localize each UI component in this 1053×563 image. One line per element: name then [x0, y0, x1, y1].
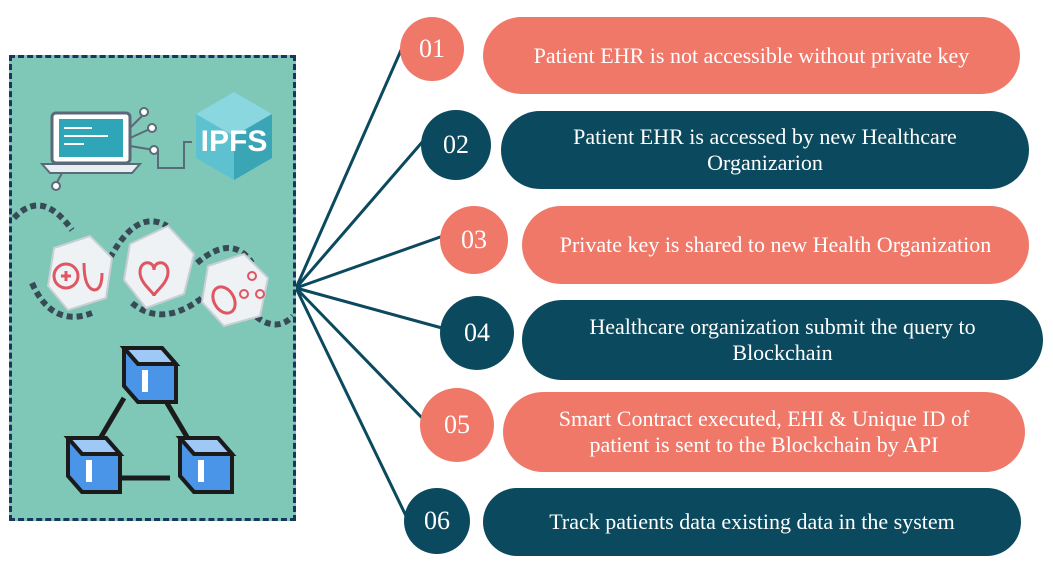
step-4-text: Healthcare organization submit the query…	[522, 300, 1043, 380]
svg-text:IPFS: IPFS	[201, 125, 268, 158]
step-3-text: Private key is shared to new Health Orga…	[522, 206, 1029, 284]
step-5-number: 05	[420, 388, 494, 462]
step-1-number: 01	[400, 17, 464, 81]
step-3-number: 03	[440, 206, 508, 274]
illustrations: IPFS	[11, 92, 296, 494]
step-2-text: Patient EHR is accessed by new Healthcar…	[501, 111, 1029, 189]
step-2-number: 02	[421, 110, 491, 180]
step-6-number: 06	[404, 488, 470, 554]
illustration-panel: IPFS	[9, 55, 296, 521]
healthcare-blockchain-cubes-icon	[11, 202, 296, 328]
laptop-network-icon	[39, 107, 192, 191]
step-4-number: 04	[440, 296, 514, 370]
blockchain-network-icon	[63, 346, 237, 494]
ipfs-cube-icon: IPFS	[196, 92, 272, 180]
step-6-text: Track patients data existing data in the…	[483, 488, 1021, 556]
step-5-text: Smart Contract executed, EHI & Unique ID…	[503, 392, 1025, 472]
step-1-text: Patient EHR is not accessible without pr…	[483, 17, 1020, 94]
